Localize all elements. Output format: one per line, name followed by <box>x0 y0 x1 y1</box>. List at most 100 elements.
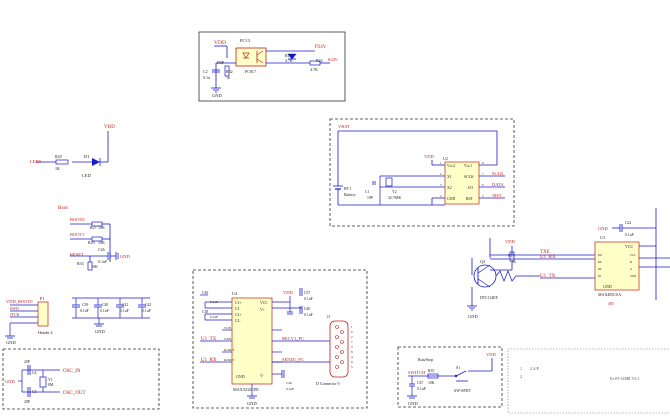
dsub-pin-num-2: 2 <box>351 335 353 339</box>
opto-r17-val: 4.7K <box>285 58 293 63</box>
max3232-pin-left-2: C2+ <box>235 313 242 317</box>
rtc-pin-num-left-0: 1 <box>440 161 442 165</box>
boot-boot0: BOOT0 <box>70 217 85 222</box>
max3232-c37: C37 <box>304 291 310 295</box>
opto-net: K24V <box>328 57 338 62</box>
rs485-chip-ref: U3 <box>600 235 605 240</box>
rs485-label: 485 <box>608 301 614 306</box>
rs485-q-name: DTC114EE <box>480 296 498 300</box>
rtc-net-sclk: SCLK <box>492 171 504 176</box>
opto-chip <box>235 47 267 67</box>
crystal-osc-in: OSC_IN <box>63 369 81 374</box>
rtc-chip <box>444 161 480 205</box>
boot-gnd: GND <box>120 254 130 259</box>
switch-net: SWITCH <box>408 370 426 375</box>
opto-r22-val: 4.7K <box>310 67 318 72</box>
boot-c26: C26 <box>98 247 105 252</box>
decoupling-cap-ref-1: C40 <box>102 303 108 307</box>
rtc-pin-num-left-3: 4 <box>440 194 442 198</box>
header-pin-swd: SWD <box>10 306 19 311</box>
rtc-pin-left-3: GND <box>447 197 455 201</box>
boot-r27-val: 10K <box>98 225 105 230</box>
led-vdd: VDD <box>104 125 115 130</box>
max3232-gnd: GND <box>247 401 257 406</box>
rs485-rx: U1_RX <box>540 255 556 260</box>
rs485-left-pin-1: RE <box>598 261 602 264</box>
dsub-pin-num-1: 6 <box>351 330 353 334</box>
crystal-block: OSC_IN OSC_OUT 20P C4 20P C3 Y1 8M GND <box>2 348 160 410</box>
max3232-j: J1 <box>327 315 330 319</box>
switch-vdd: VDD <box>486 352 496 357</box>
opto-vdd-label: VDD <box>214 40 226 46</box>
max3232-c-val-bot: 0.1uF <box>286 387 294 391</box>
rs485-zigzag-icon <box>495 270 540 282</box>
switch-frame <box>397 346 503 408</box>
optocoupler-block: VDD PC13 PC817 P24V R17 4.7K R22 4.7K K2… <box>198 31 346 102</box>
decoupling-cap-1: C40 0.1uF <box>94 298 109 318</box>
led-d1-label: LED <box>82 173 91 178</box>
boot-r29: R29 <box>88 240 95 245</box>
rtc-net-data: DATA <box>492 182 504 187</box>
decoupling-cap-val-2: 0.1uF <box>120 309 129 313</box>
rtc-pin-num-right-0: 8 <box>482 161 484 165</box>
max3232-c40: C40 <box>304 307 310 311</box>
rtc-pin-num-right-2: 6 <box>482 183 484 187</box>
connector-pin-1: 1 <box>520 366 522 371</box>
rs485-c22: C22 <box>625 221 631 225</box>
rs485-c22-val: 0.1uF <box>625 233 634 237</box>
rs485-r13: R13 <box>508 254 514 258</box>
switch-r: R35 <box>428 369 434 373</box>
dsub-pin-num-6: 4 <box>351 355 353 359</box>
opto-r32-icon <box>224 65 230 77</box>
opto-r32-val: 1k <box>226 75 230 80</box>
max3232-pin-left-4: T1IN <box>224 326 232 330</box>
dsub-pin-num-3: 7 <box>351 340 353 344</box>
led-r20-val: 1K <box>55 166 60 171</box>
decoupling-gnd: GND <box>95 329 105 334</box>
rtc-pin-right-1: SCLK <box>464 175 474 179</box>
header-vdd-boot0: VDD_BOOT0 <box>6 299 33 304</box>
rtc-y2-val: 32.768K <box>388 196 401 200</box>
max3232-pin-left-5: T2IN <box>224 337 232 341</box>
max3232-pin-left-1: C1- <box>235 307 241 311</box>
rtc-block: VBAT BT1 Battery VDD U2 Vcc2 X1 X2 GND V… <box>329 118 515 227</box>
dsub-pin-num-4: 3 <box>351 345 353 349</box>
crystal-c-top-val: 20P <box>24 360 30 364</box>
rtc-bt-name: Battery <box>344 192 356 197</box>
rs485-vcc: VCC <box>625 244 634 249</box>
switch-toggle-icon[interactable] <box>455 370 467 377</box>
rtc-pin-left-1: X1 <box>447 175 452 179</box>
rs485-left-pin-0: RO <box>598 254 602 257</box>
crystal-c-bot-val: 20P <box>24 400 30 404</box>
switch-title: Run/Stop <box>418 357 433 362</box>
rtc-y2-icon <box>385 177 393 187</box>
decoupling-cap-3: C42 0.1uF <box>138 298 151 318</box>
rtc-pin-num-left-2: 3 <box>440 183 442 187</box>
rtc-pin-right-2: I/O <box>468 186 473 190</box>
rtc-pin-left-0: Vcc2 <box>447 164 455 168</box>
rtc-pin-num-right-1: 7 <box>482 172 484 176</box>
decoupling-cap-ref-3: C42 <box>145 303 151 307</box>
rs485-tx: U1_TX <box>540 274 556 279</box>
rs485-gnd-top: GND <box>598 226 608 231</box>
crystal-y1-val: 8M <box>48 383 54 387</box>
max3232-name: MAX3232CPE <box>233 387 259 392</box>
led-d1: D1 <box>84 154 90 159</box>
max3232-vdd: VDD <box>283 290 293 295</box>
rs485-right-pin-3: GND <box>630 275 636 278</box>
rtc-c: C1 <box>365 190 370 194</box>
dsub-pin-num-7: 9 <box>351 360 353 364</box>
connector-pin-2: 2 <box>520 374 522 379</box>
rtc-bt: BT1 <box>344 186 351 191</box>
max3232-c-ref-bot: C40 <box>286 381 292 385</box>
rtc-vdd: VDD <box>424 154 434 159</box>
opto-pin-left: FRP <box>217 60 225 65</box>
max3232-send: SEND1_PC <box>282 357 304 362</box>
crystal-c-bot: C3 <box>32 390 37 394</box>
opto-frame <box>198 31 346 102</box>
dsub-pin-num-0: 1 <box>351 325 353 329</box>
opto-p24v-label: P24V <box>315 45 327 50</box>
decoupling-cap-2: C41 0.1uF <box>116 298 129 318</box>
rtc-frame <box>329 118 515 227</box>
